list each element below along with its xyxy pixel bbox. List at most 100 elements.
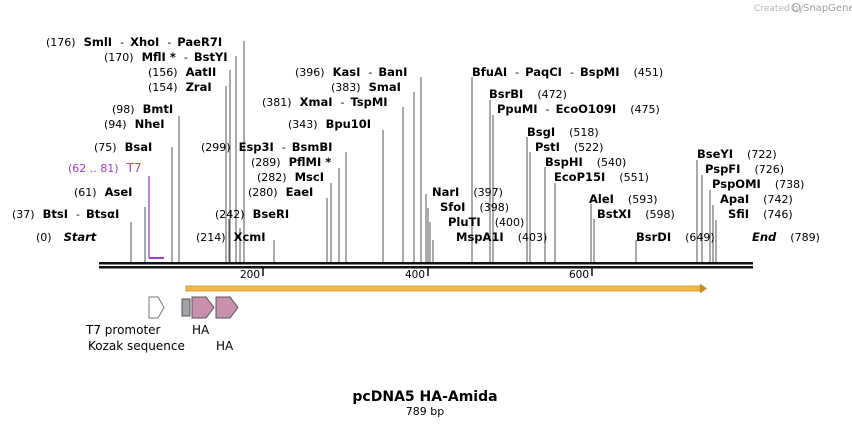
primer-range: (62 .. 81) <box>68 162 119 175</box>
enzyme-label: BfuAI <box>472 65 507 79</box>
ha-feature-1 <box>191 296 215 319</box>
enzyme-label: AseI <box>105 185 133 199</box>
enzyme-label: AatII <box>186 65 217 79</box>
ha-feature-2 <box>215 296 239 319</box>
enzyme-label: SmaI <box>369 80 401 94</box>
svg-text:BseYI(722): BseYI(722) <box>697 147 777 161</box>
map-length: 789 bp <box>406 405 444 418</box>
t7-promoter-feature <box>148 296 165 319</box>
primer-name: T7 <box>126 161 142 175</box>
enzyme-label: PpuMI <box>497 102 538 116</box>
enzyme-label: ApaI <box>720 192 749 206</box>
enzyme-label: EaeI <box>286 185 314 199</box>
svg-text:SfoI(398): SfoI(398) <box>440 200 509 214</box>
svg-text:(156)AatII: (156)AatII <box>148 65 216 79</box>
enzyme-label: PaeR7I <box>177 35 222 49</box>
enzyme-label: XcmI <box>234 230 266 244</box>
svg-text:(176)SmlI-XhoI-PaeR7I: (176)SmlI-XhoI-PaeR7I <box>46 35 222 49</box>
svg-text:(383)SmaI: (383)SmaI <box>331 80 401 94</box>
svg-text:AleI(593): AleI(593) <box>589 192 658 206</box>
enzyme-label: BseYI <box>697 147 733 161</box>
enzyme-label: BstXI <box>597 207 631 221</box>
enzyme-label: Esp3I <box>239 140 274 154</box>
enzyme-label: BsrBI <box>489 87 523 101</box>
map-title: pcDNA5 HA-Amida <box>352 389 497 405</box>
svg-text:(98)BmtI: (98)BmtI <box>112 102 173 116</box>
enzyme-label: NheI <box>135 117 165 131</box>
svg-text:PstI(522): PstI(522) <box>535 140 603 154</box>
site-pos: (176) <box>46 36 76 49</box>
enzyme-label: PflMI * <box>289 155 332 169</box>
svg-text:(282)MscI: (282)MscI <box>257 170 324 184</box>
enzyme-label: BsrDI <box>636 230 671 244</box>
enzyme-label: BtsI <box>43 207 68 221</box>
svg-text:BspHI(540): BspHI(540) <box>545 155 626 169</box>
enzyme-label: PspOMI <box>712 177 761 191</box>
dna-backbone <box>99 262 753 269</box>
svg-text:BsrDI(649): BsrDI(649) <box>636 230 715 244</box>
ruler: 200 400 600 <box>240 267 593 281</box>
svg-text:(214)XcmI: (214)XcmI <box>196 230 266 244</box>
enzyme-label: PaqCI <box>525 65 562 79</box>
enzyme-label: BsmBI <box>292 140 333 154</box>
enzyme-label: EcoP15I <box>554 170 605 184</box>
t7-promoter-label: T7 promoter <box>85 323 161 337</box>
svg-text:ApaI(742): ApaI(742) <box>720 192 793 206</box>
svg-text:SfiI(746): SfiI(746) <box>728 207 793 221</box>
ha-label-1: HA <box>192 323 210 337</box>
enzyme-label: XhoI <box>130 35 159 49</box>
enzyme-label: BtsαI <box>86 207 119 221</box>
enzyme-label: BstYI <box>194 50 228 64</box>
enzyme-label: AleI <box>589 192 614 206</box>
svg-text:PpuMI-EcoO109I(475): PpuMI-EcoO109I(475) <box>497 102 660 116</box>
orf-arrow <box>185 283 707 294</box>
enzyme-label: BspHI <box>545 155 583 169</box>
svg-text:(94)NheI: (94)NheI <box>104 117 164 131</box>
enzyme-label: MflI * <box>142 50 176 64</box>
enzyme-label: PspFI <box>705 162 740 176</box>
enzyme-label: PluTI <box>448 215 481 229</box>
svg-text:NarI(397): NarI(397) <box>432 185 503 199</box>
svg-text:(280)EaeI: (280)EaeI <box>248 185 313 199</box>
enzyme-label: EcoO109I <box>556 102 617 116</box>
enzyme-label: BspMI <box>580 65 620 79</box>
svg-text:MspA1I(403): MspA1I(403) <box>456 230 547 244</box>
enzyme-label: BsgI <box>527 125 555 139</box>
ruler-tick-label: 600 <box>569 269 589 281</box>
svg-text:(289)PflMI *: (289)PflMI * <box>251 155 331 169</box>
enzyme-label: SfiI <box>728 207 749 221</box>
snapgene-logo-icon <box>791 3 801 12</box>
cut-site-lines <box>130 41 717 262</box>
svg-text:(242)BseRI: (242)BseRI <box>215 207 289 221</box>
svg-text:(61)AseI: (61)AseI <box>74 185 132 199</box>
svg-text:(299)Esp3I-BsmBI: (299)Esp3I-BsmBI <box>201 140 332 154</box>
svg-text:BfuAI-PaqCI-BspMI(451): BfuAI-PaqCI-BspMI(451) <box>472 65 663 79</box>
svg-text:(343)Bpu10I: (343)Bpu10I <box>288 117 371 131</box>
enzyme-label: SmlI <box>84 35 113 49</box>
end-label: End <box>752 230 777 244</box>
svg-text:BstXI(598): BstXI(598) <box>597 207 675 221</box>
enzyme-label: SfoI <box>440 200 465 214</box>
enzyme-label: BsaI <box>125 140 153 154</box>
enzyme-label: ZraI <box>186 80 212 94</box>
svg-text:(381)XmaI-TspMI: (381)XmaI-TspMI <box>262 95 388 109</box>
enzyme-label: BmtI <box>143 102 174 116</box>
svg-text:PluTI(400): PluTI(400) <box>448 215 524 229</box>
enzyme-label: Bpu10I <box>326 117 371 131</box>
enzyme-label: MscI <box>295 170 324 184</box>
credit-brand: SnapGene <box>803 3 852 14</box>
svg-text:End(789): End(789) <box>752 230 820 244</box>
svg-text:PspFI(726): PspFI(726) <box>705 162 784 176</box>
ruler-tick-label: 200 <box>240 269 260 281</box>
svg-text:(37)BtsI-BtsαI: (37)BtsI-BtsαI <box>12 207 119 221</box>
svg-text:(170)MflI *-BstYI: (170)MflI *-BstYI <box>104 50 228 64</box>
enzyme-label: KasI <box>333 65 361 79</box>
svg-text:(62 .. 81)T7: (62 .. 81) T7 <box>68 161 142 175</box>
kozak-feature <box>181 298 191 317</box>
svg-text:(154)ZraI: (154)ZraI <box>148 80 212 94</box>
svg-text:BsgI(518): BsgI(518) <box>527 125 599 139</box>
svg-text:(396)KasI-BanI: (396)KasI-BanI <box>295 65 407 79</box>
enzyme-label: BanI <box>378 65 407 79</box>
kozak-label: Kozak sequence <box>88 339 185 353</box>
